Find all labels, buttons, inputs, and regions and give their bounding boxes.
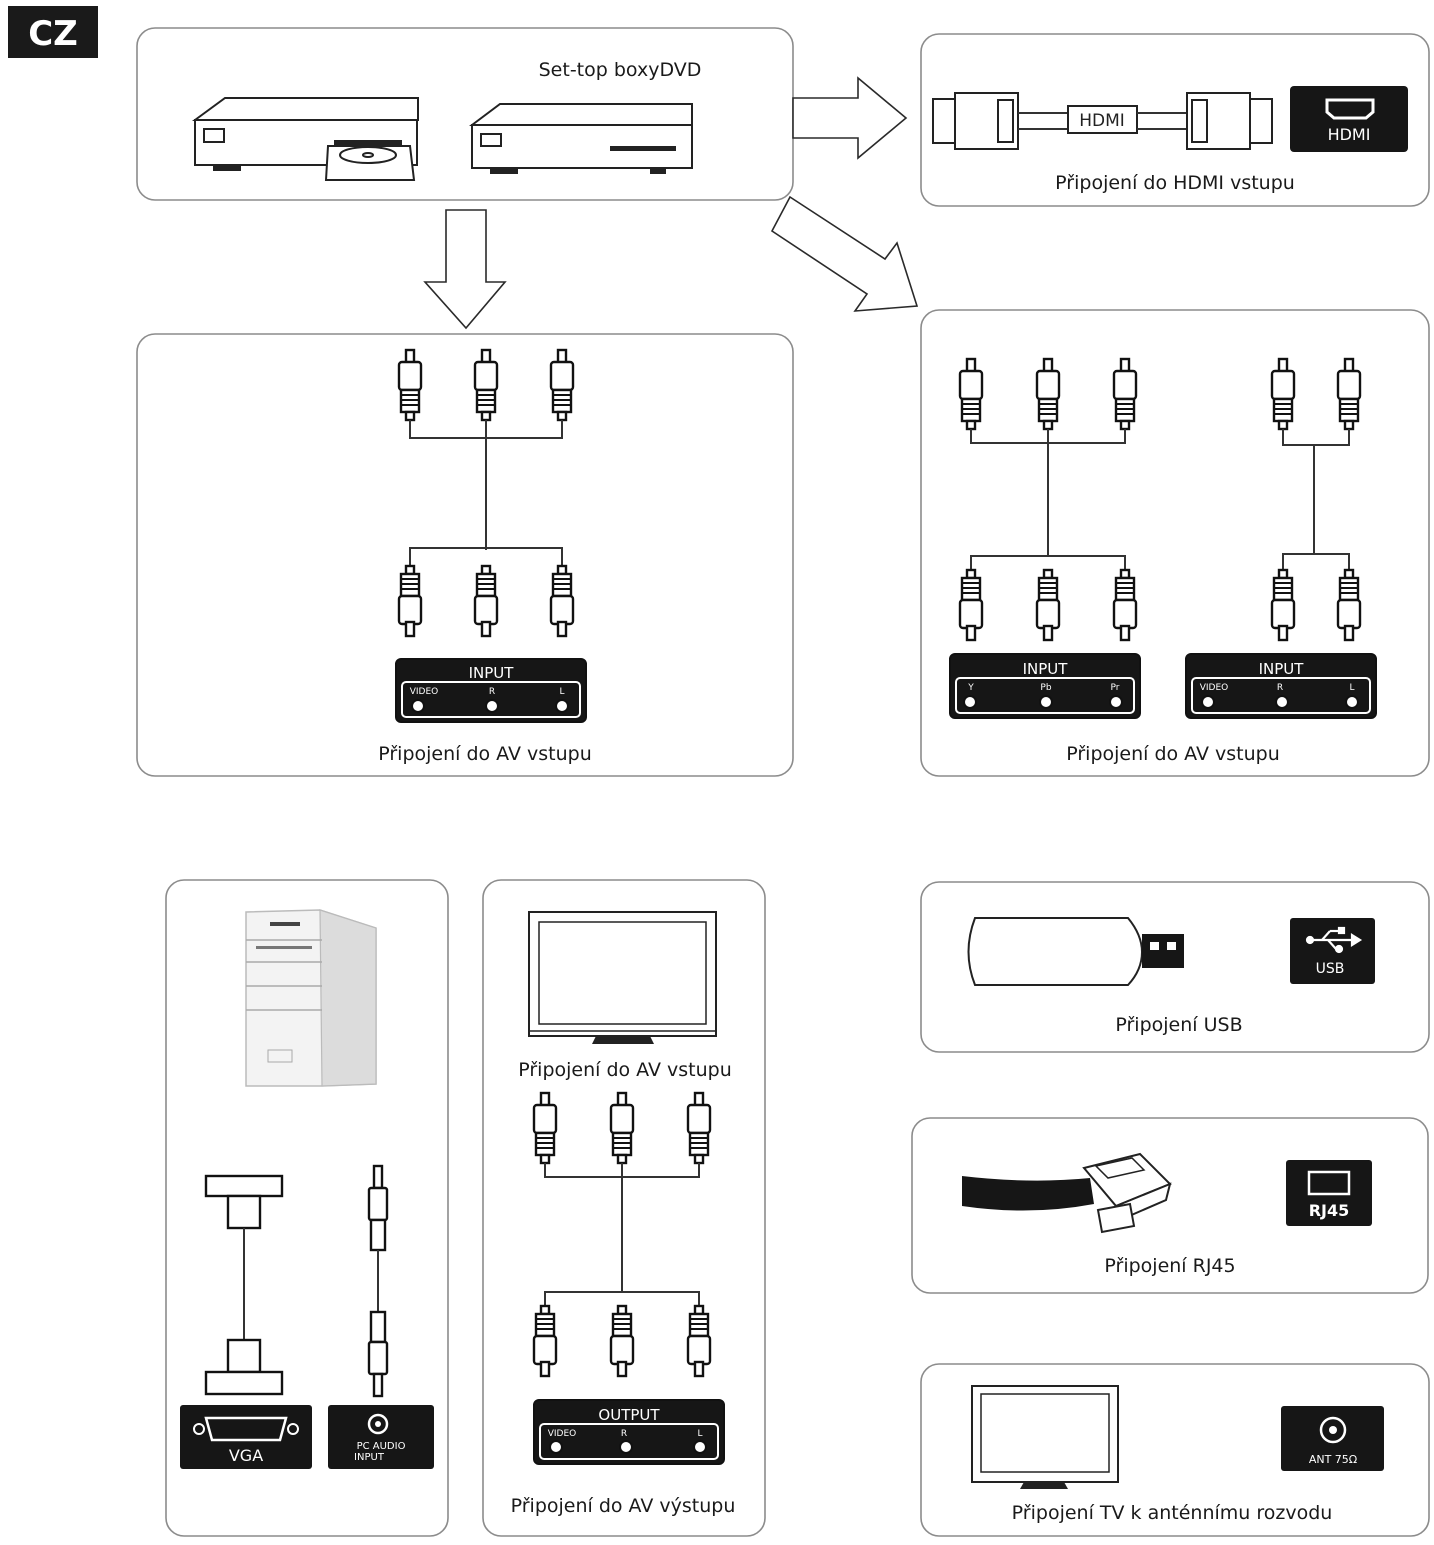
usb-port-badge: USB	[1290, 918, 1375, 984]
audio-jack-cable-icon	[367, 1164, 389, 1398]
jack-icon	[485, 699, 499, 713]
vga-port-badge: VGA	[180, 1405, 312, 1469]
hdmi-box: HDMI HDMI Připojení do HDMI vstupu	[920, 33, 1430, 207]
av-right-panel-a-title: INPUT	[1023, 660, 1069, 678]
usb-caption: Připojení USB	[1115, 1014, 1242, 1036]
av-out-box: Připojení do AV vstupu OUTPUT VIDEO R L …	[482, 879, 766, 1537]
vga-port-label: VGA	[229, 1446, 263, 1465]
av-out-caption: Připojení do AV výstupu	[511, 1495, 736, 1517]
hdmi-port-badge: HDMI	[1290, 86, 1408, 152]
arrow-down-icon	[423, 209, 507, 330]
sources-title: Set-top boxyDVD	[539, 59, 702, 81]
rca-cable-icon	[532, 1091, 712, 1378]
av-out-panel-title: OUTPUT	[598, 1406, 660, 1424]
jack-label: Y	[967, 683, 974, 693]
jack-icon	[963, 695, 977, 709]
jack-label: L	[559, 687, 564, 697]
arrow-right-icon	[792, 76, 908, 160]
av-input-panel: INPUT VIDEO R L	[395, 658, 587, 723]
antenna-port-label: ANT 75Ω	[1309, 1453, 1357, 1466]
rca-cable-icon	[397, 348, 575, 638]
sources-box: Set-top boxyDVD	[136, 27, 794, 201]
jack-label: R	[1277, 683, 1283, 693]
vga-cable-icon	[204, 1174, 284, 1396]
hdmi-port-icon	[1325, 98, 1375, 120]
av-out-top-caption: Připojení do AV vstupu	[518, 1059, 732, 1081]
tv-icon	[971, 1385, 1119, 1489]
component-cable-icon	[958, 357, 1138, 642]
antenna-port-badge: ANT 75Ω	[1281, 1406, 1384, 1471]
jack-label: L	[697, 1429, 702, 1439]
jack-label: Pr	[1111, 683, 1120, 693]
pc-audio-label-2: INPUT	[354, 1452, 385, 1463]
rj45-caption: Připojení RJ45	[1104, 1255, 1235, 1277]
antenna-caption: Připojení TV k anténnímu rozvodu	[1012, 1502, 1333, 1524]
jack-icon	[1109, 695, 1123, 709]
antenna-box: ANT 75Ω Připojení TV k anténnímu rozvodu	[920, 1363, 1430, 1537]
jack-label: R	[489, 687, 495, 697]
usb-stick-icon	[967, 917, 1184, 986]
jack-label: VIDEO	[1200, 683, 1229, 693]
av-left-caption: Připojení do AV vstupu	[378, 743, 592, 765]
arrow-diagonal-icon	[770, 195, 919, 312]
av-output-panel: OUTPUT VIDEO R L	[533, 1399, 725, 1465]
hdmi-cable-label: HDMI	[1079, 111, 1125, 131]
jack-label: R	[621, 1429, 627, 1439]
pc-tower-icon	[245, 909, 377, 1087]
jack-icon	[693, 1440, 707, 1454]
jack-label: Pb	[1040, 683, 1051, 693]
jack-icon	[411, 699, 425, 713]
pc-audio-label-1: PC AUDIO	[357, 1441, 406, 1452]
pc-box: VGA PC AUDIO INPUT	[165, 879, 449, 1537]
vga-port-icon	[204, 1416, 288, 1442]
usb-icon	[1305, 926, 1363, 954]
rj45-port-badge: RJ45	[1286, 1160, 1372, 1226]
jack-label: VIDEO	[410, 687, 439, 697]
set-top-box-icon	[469, 103, 693, 174]
rj45-port-label: RJ45	[1309, 1201, 1350, 1220]
rj45-cable-icon	[962, 1152, 1172, 1234]
jack-icon	[619, 1440, 633, 1454]
jack-label: L	[1349, 683, 1354, 693]
av-left-box: INPUT VIDEO R L Připojení do AV vstupu	[136, 333, 794, 777]
rj45-port-icon	[1307, 1170, 1351, 1196]
jack-icon	[549, 1440, 563, 1454]
language-badge: CZ	[8, 6, 98, 58]
dvd-player-icon	[191, 97, 419, 181]
jack-icon	[1345, 695, 1359, 709]
audio-input-panel: INPUT VIDEO R L	[1185, 653, 1377, 719]
rj45-box: RJ45 Připojení RJ45	[911, 1117, 1429, 1294]
av-left-panel-title: INPUT	[469, 664, 515, 682]
language-badge-text: CZ	[28, 14, 78, 54]
av-right-panel-b-title: INPUT	[1259, 660, 1305, 678]
jack-icon	[1039, 695, 1053, 709]
av-right-caption: Připojení do AV vstupu	[1066, 743, 1280, 765]
pc-audio-port-badge: PC AUDIO INPUT	[328, 1405, 434, 1469]
audio-jack-icon	[367, 1413, 389, 1435]
coax-icon	[1319, 1416, 1347, 1444]
hdmi-cable-icon: HDMI	[932, 92, 1273, 150]
jack-icon	[1275, 695, 1289, 709]
av-right-box: INPUT Y Pb Pr INPUT VIDEO R L Připojení …	[920, 309, 1430, 777]
hdmi-caption: Připojení do HDMI vstupu	[1055, 172, 1295, 194]
usb-box: USB Připojení USB	[920, 881, 1430, 1053]
hdmi-port-label: HDMI	[1328, 125, 1371, 144]
jack-icon	[1201, 695, 1215, 709]
component-input-panel: INPUT Y Pb Pr	[949, 653, 1141, 719]
usb-port-label: USB	[1316, 961, 1345, 977]
jack-label: VIDEO	[548, 1429, 577, 1439]
audio-cable-icon	[1270, 357, 1362, 642]
tv-icon	[528, 911, 717, 1044]
jack-icon	[555, 699, 569, 713]
